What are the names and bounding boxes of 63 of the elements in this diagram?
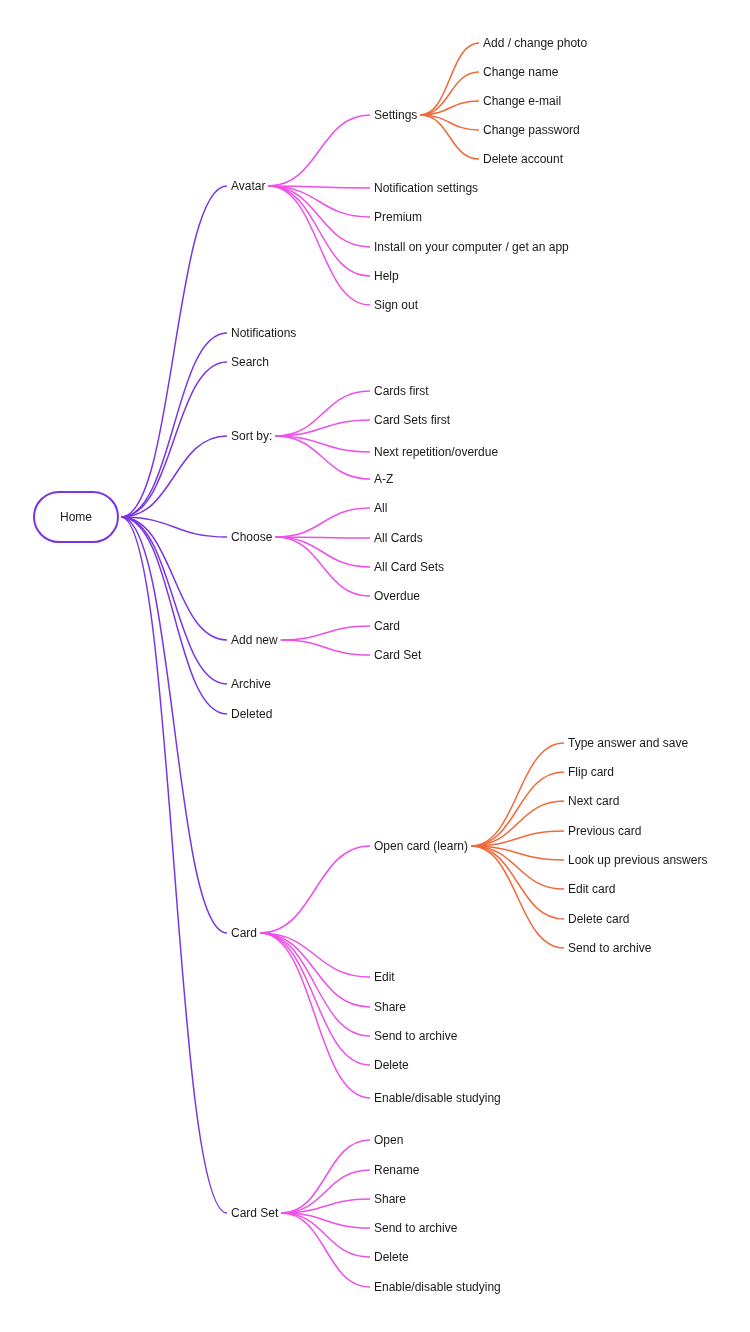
topic-label: Edit card — [567, 881, 617, 897]
topic-label: Sign out — [373, 297, 420, 313]
topic-label: A-Z — [373, 471, 395, 487]
topic-label: Previous card — [567, 823, 643, 839]
topic-label: Notification settings — [373, 180, 480, 196]
topic-label: Next card — [567, 793, 621, 809]
topic-label: Premium — [373, 209, 423, 225]
topic-label: Settings — [373, 107, 419, 123]
topic-label: Avatar — [230, 178, 267, 194]
topic-label: Share — [373, 1191, 408, 1207]
topic-label: Notifications — [230, 325, 298, 341]
branch-connector — [280, 1212, 371, 1288]
topic-label: Card — [230, 925, 258, 941]
topic-label: Deleted — [230, 706, 274, 722]
branch-connector — [120, 516, 228, 685]
branch-connector — [120, 516, 228, 1214]
topic-label: Change name — [482, 64, 560, 80]
topic-label: Look up previous answers — [567, 852, 709, 868]
branch-connector — [274, 536, 371, 597]
topic-label: Card — [373, 618, 401, 634]
topic-label: Enable/disable studying — [373, 1279, 502, 1295]
topic-label: Send to archive — [373, 1028, 459, 1044]
topic-label: Open card (learn) — [373, 838, 470, 854]
topic-label: Card Set — [373, 647, 423, 663]
topic-label: Sort by: — [230, 428, 274, 444]
topic-label: Choose — [230, 529, 274, 545]
topic-label: Cards first — [373, 383, 430, 399]
topic-label: Rename — [373, 1162, 421, 1178]
topic-label: All — [373, 500, 389, 516]
topic-label: Flip card — [567, 764, 615, 780]
branch-connector — [279, 639, 371, 656]
branch-connector — [267, 185, 371, 306]
topic-label: Change e-mail — [482, 93, 563, 109]
topic-label: All Card Sets — [373, 559, 446, 575]
root-node: Home — [33, 491, 119, 543]
branch-connector — [120, 516, 228, 934]
topic-label: Search — [230, 354, 271, 370]
branch-connector — [419, 114, 480, 160]
topic-label: Send to archive — [373, 1220, 459, 1236]
topic-label: Install on your computer / get an app — [373, 239, 570, 255]
topic-label: Card Sets first — [373, 412, 452, 428]
topic-label: Delete — [373, 1057, 410, 1073]
topic-label: Share — [373, 999, 408, 1015]
topic-label: All Cards — [373, 530, 424, 546]
topic-label: Delete card — [567, 911, 631, 927]
topic-label: Open — [373, 1132, 405, 1148]
topic-label: Next repetition/overdue — [373, 444, 500, 460]
topic-label: Add / change photo — [482, 35, 589, 51]
topic-label: Overdue — [373, 588, 422, 604]
topic-label: Archive — [230, 676, 272, 692]
branch-connector — [470, 845, 565, 949]
topic-label: Help — [373, 268, 400, 284]
branch-connector — [274, 435, 371, 480]
topic-label: Send to archive — [567, 940, 653, 956]
topic-label: Edit — [373, 969, 396, 985]
topic-label: Delete — [373, 1249, 410, 1265]
topic-label: Add new — [230, 632, 279, 648]
topic-label: Change password — [482, 122, 581, 138]
topic-label: Enable/disable studying — [373, 1090, 502, 1106]
topic-label: Type answer and save — [567, 735, 690, 751]
branch-connector — [259, 932, 371, 1099]
topic-label: Card Set — [230, 1205, 280, 1221]
topic-label: Delete account — [482, 151, 565, 167]
